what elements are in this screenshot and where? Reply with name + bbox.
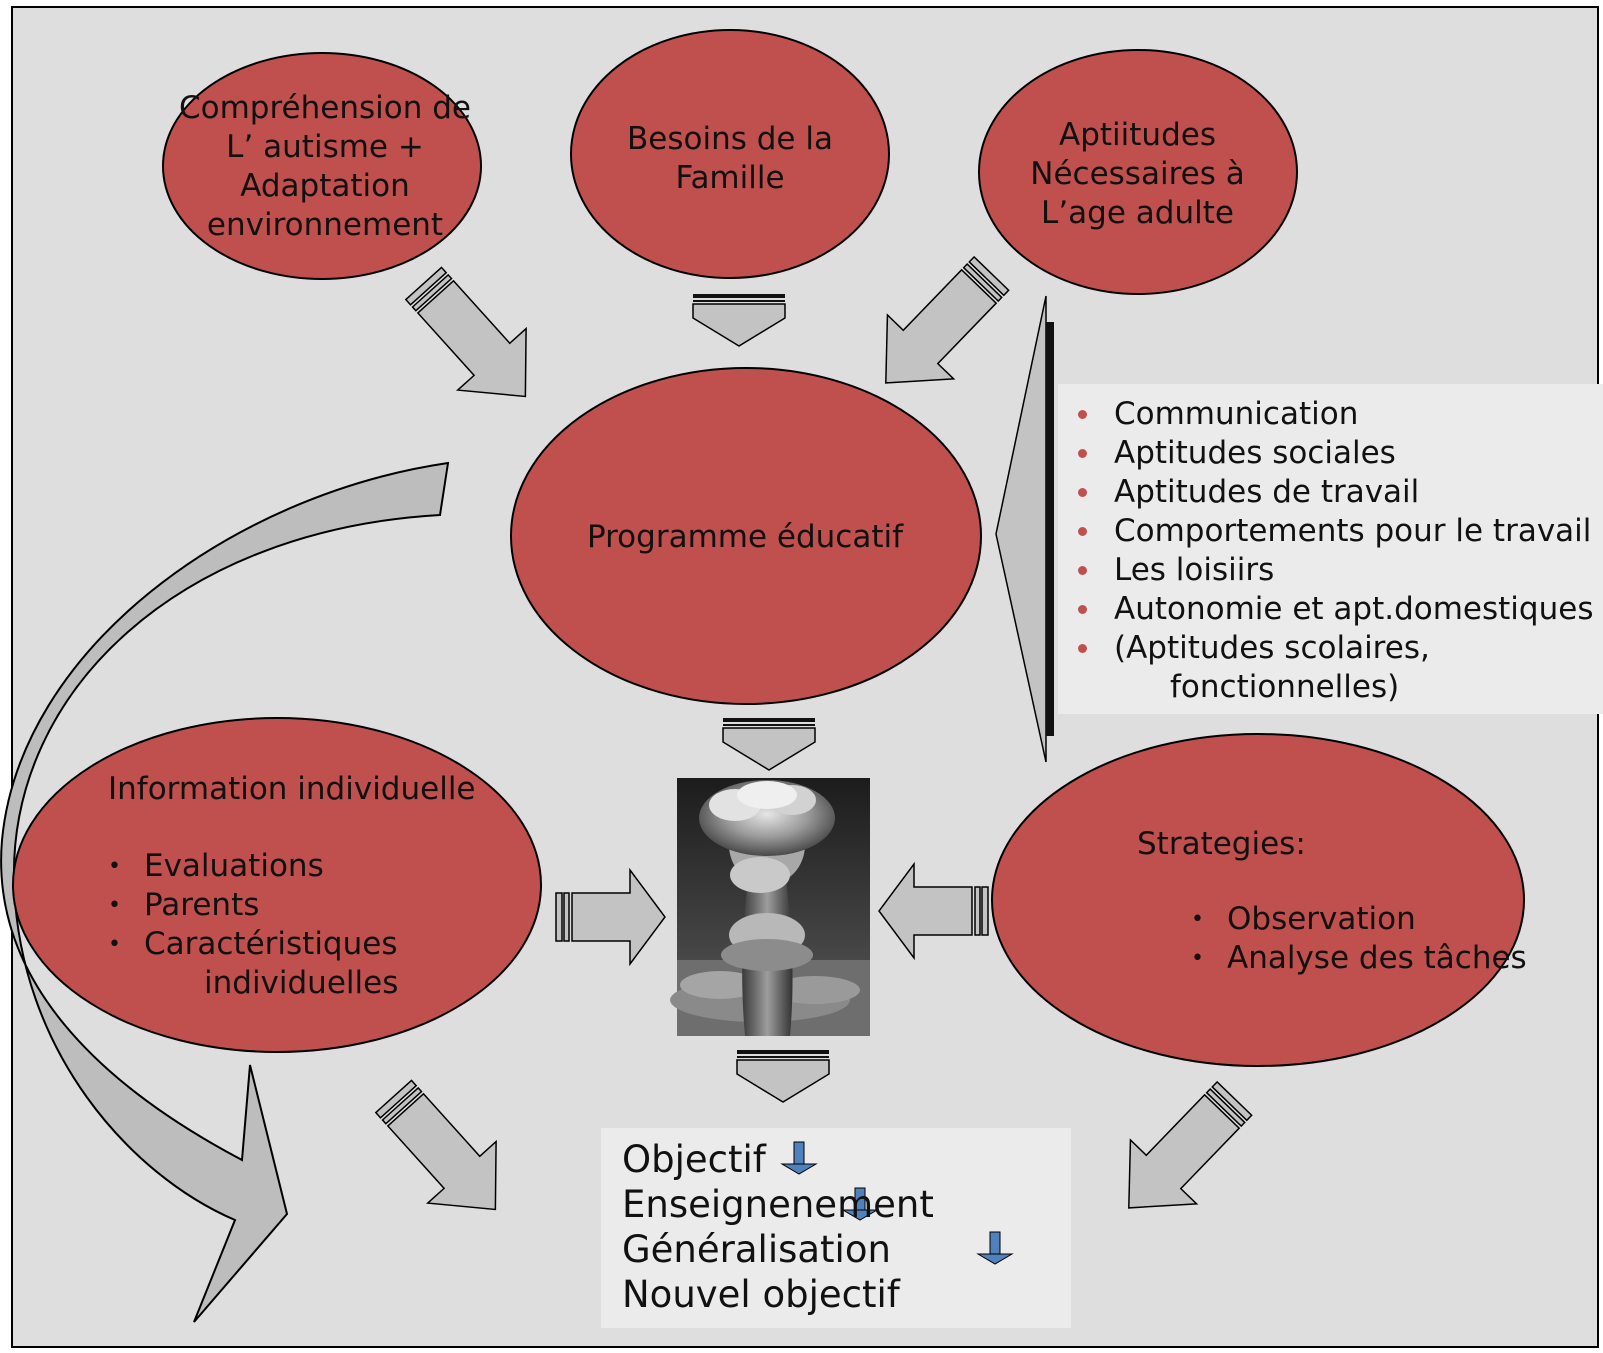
ellipse-strategies: [991, 733, 1525, 1067]
skill-item: Aptitudes de travail: [1058, 473, 1593, 512]
strategies-item: Analyse des tâches: [1227, 940, 1527, 976]
skill-item: Comportements pour le travail: [1058, 512, 1593, 551]
flow-panel: [601, 1128, 1071, 1328]
bullet: •: [1191, 946, 1204, 971]
arrow-information-to-flow: [374, 1079, 497, 1211]
bracket-arrow-skills: [995, 295, 1054, 763]
comprehension-label: Compréhension de L’ autisme + Adaptation…: [179, 90, 471, 243]
arrow-information-to-photo: [555, 867, 666, 967]
arrow-photo-to-flow: [736, 1050, 830, 1103]
information-item: Evaluations: [144, 848, 324, 884]
ellipse-information: [12, 717, 542, 1053]
arrow-aptitudes-to-programme: [885, 255, 1010, 384]
flow-list: Objectif Enseignenement Généralisation N…: [622, 1137, 934, 1317]
arrow-famille-to-programme: [692, 294, 786, 347]
bullet: •: [108, 932, 121, 957]
flow-step: Généralisation: [622, 1228, 891, 1271]
ellipse-aptitudes: [978, 49, 1298, 295]
information-block: Information individuelle • Evaluations • P…: [108, 770, 476, 1003]
skill-item-continuation: fonctionnelles): [1170, 669, 1400, 705]
flow-step: Objectif: [622, 1138, 766, 1181]
arrow-strategies-to-photo: [878, 861, 989, 961]
small-down-arrow-icon: [841, 1187, 879, 1221]
skill-item: Aptitudes sociales: [1058, 434, 1593, 473]
skills-list: Communication Aptitudes sociales Aptitud…: [1058, 395, 1593, 707]
information-item-continuation: individuelles: [204, 965, 399, 1001]
strategies-block: Strategies: • Observation • Analyse des tâ…: [1137, 825, 1527, 978]
ellipse-programme: [510, 367, 982, 705]
strategies-title: Strategies:: [1137, 826, 1306, 862]
small-down-arrow-icon: [780, 1141, 818, 1175]
information-title: Information individuelle: [108, 771, 476, 807]
bullet: •: [108, 893, 121, 918]
arrow-comprehension-to-programme: [404, 266, 527, 398]
bullet: •: [1191, 907, 1204, 932]
arrow-programme-to-photo: [722, 718, 816, 771]
ellipse-famille: [570, 29, 890, 279]
skills-panel: [1058, 384, 1603, 714]
flow-step: Nouvel objectif: [622, 1273, 900, 1316]
skill-item: (Aptitudes scolaires,: [1058, 629, 1593, 668]
flow-step: Enseignenement: [622, 1183, 934, 1226]
programme-label: Programme éducatif: [586, 519, 904, 555]
ellipse-comprehension: [162, 52, 482, 280]
information-item: Caractéristiques: [144, 926, 398, 962]
strategies-item: Observation: [1227, 901, 1416, 937]
small-down-arrow-icon: [976, 1231, 1014, 1265]
arrow-strategies-to-flow: [1128, 1080, 1253, 1209]
big-curved-arrow: [0, 461, 450, 1323]
information-item: Parents: [144, 887, 260, 923]
mushroom-cloud-photo: [670, 778, 870, 1036]
aptitudes-label: Aptiitudes Nécessaires à L’age adulte: [1030, 117, 1245, 231]
famille-label: Besoins de la Famille: [627, 121, 833, 196]
skill-item: Les loisiirs: [1058, 551, 1593, 590]
bullet: •: [108, 854, 121, 879]
skill-item: Communication: [1058, 395, 1593, 434]
skill-item: Autonomie et apt.domestiques: [1058, 590, 1593, 629]
